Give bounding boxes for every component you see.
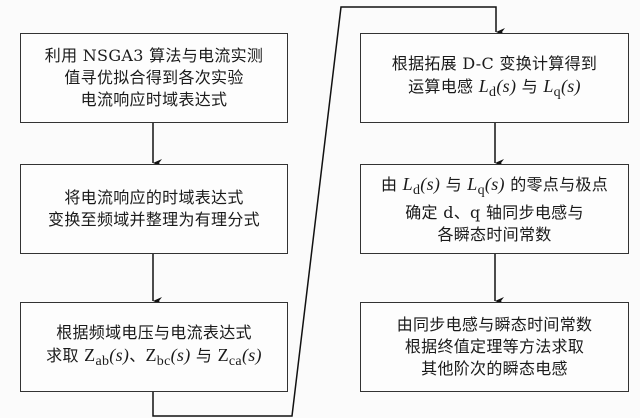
z-ca-argument: (s) <box>241 344 262 365</box>
z-ca-subscript: ca <box>228 353 242 369</box>
step-5-suffix: 的零点与极点 <box>504 174 608 194</box>
step-1-line-3: 电流响应时域表达式 <box>80 90 228 109</box>
step-4-separator: 与 <box>516 76 544 96</box>
l-d-symbol: L <box>402 173 413 194</box>
step-2-line-2: 变换至频域并整理为有理分式 <box>48 210 260 229</box>
z-ab-subscript: ab <box>95 353 110 369</box>
z-ca-symbol: Z <box>217 344 229 365</box>
step-4-prefix: 运算电感 <box>408 76 479 96</box>
step-3-separator-2: 与 <box>190 345 218 365</box>
z-bc-symbol: Z <box>145 344 157 365</box>
step-3-line-1: 根据频域电压与电流表达式 <box>56 322 252 342</box>
step-6-line-3: 其他阶次的瞬态电感 <box>421 359 568 378</box>
step-3-line-2: 求取 Zab(s)、Zbc(s) 与 Zca(s) <box>46 344 262 373</box>
step-5-box: 由 Ld(s) 与 Lq(s) 的零点与极点 确定 d、q 轴同步电感与 各瞬态… <box>360 164 629 254</box>
step-6-line-1: 由同步电感与瞬态时间常数 <box>396 315 593 334</box>
z-bc-subscript: bc <box>156 353 171 369</box>
step-1-line-2: 值寻优拟合得到各次实验 <box>64 68 244 87</box>
step-1-box: 利用 NSGA3 算法与电流实测 值寻优拟合得到各次实验 电流响应时域表达式 <box>20 33 288 123</box>
l-d-subscript: d <box>489 84 497 100</box>
l-d-argument: (s) <box>496 75 517 96</box>
step-4-line-2: 运算电感 Ld(s) 与 Lq(s) <box>408 75 581 104</box>
step-5-separator: 与 <box>440 174 468 194</box>
z-bc-argument: (s) <box>170 344 191 365</box>
step-5-prefix: 由 <box>380 174 403 194</box>
l-d-subscript: d <box>412 182 421 198</box>
z-ab-symbol: Z <box>84 344 96 365</box>
l-q-argument: (s) <box>484 173 505 194</box>
step-4-box: 根据拓展 D-C 变换计算得到 运算电感 Ld(s) 与 Lq(s) <box>360 33 629 123</box>
l-q-subscript: q <box>477 182 485 198</box>
step-2-box: 将电流响应的时域表达式 变换至频域并整理为有理分式 <box>20 164 288 254</box>
l-q-symbol: L <box>467 173 478 194</box>
step-6-box: 由同步电感与瞬态时间常数 根据终值定理等方法求取 其他阶次的瞬态电感 <box>360 302 629 392</box>
l-d-symbol: L <box>478 75 490 96</box>
step-3-box: 根据频域电压与电流表达式 求取 Zab(s)、Zbc(s) 与 Zca(s) <box>20 302 288 392</box>
step-3-prefix: 求取 <box>46 345 85 365</box>
step-2-line-1: 将电流响应的时域表达式 <box>64 188 244 207</box>
l-q-subscript: q <box>553 84 561 100</box>
step-5-line-2: 确定 d、q 轴同步电感与 <box>405 202 584 222</box>
l-q-symbol: L <box>543 75 554 96</box>
step-3-separator-1: 、 <box>129 345 146 365</box>
step-5-line-3: 各瞬态时间常数 <box>437 224 552 244</box>
l-d-argument: (s) <box>420 173 441 194</box>
step-6-line-2: 根据终值定理等方法求取 <box>404 337 585 356</box>
step-1-line-1: 利用 NSGA3 算法与电流实测 <box>44 46 264 65</box>
arrow-step3-to-step4 <box>152 6 505 417</box>
l-q-argument: (s) <box>560 75 581 96</box>
step-4-line-1: 根据拓展 D-C 变换计算得到 <box>391 53 598 73</box>
z-ab-argument: (s) <box>109 344 130 365</box>
step-5-line-1: 由 Ld(s) 与 Lq(s) 的零点与极点 <box>381 173 608 202</box>
